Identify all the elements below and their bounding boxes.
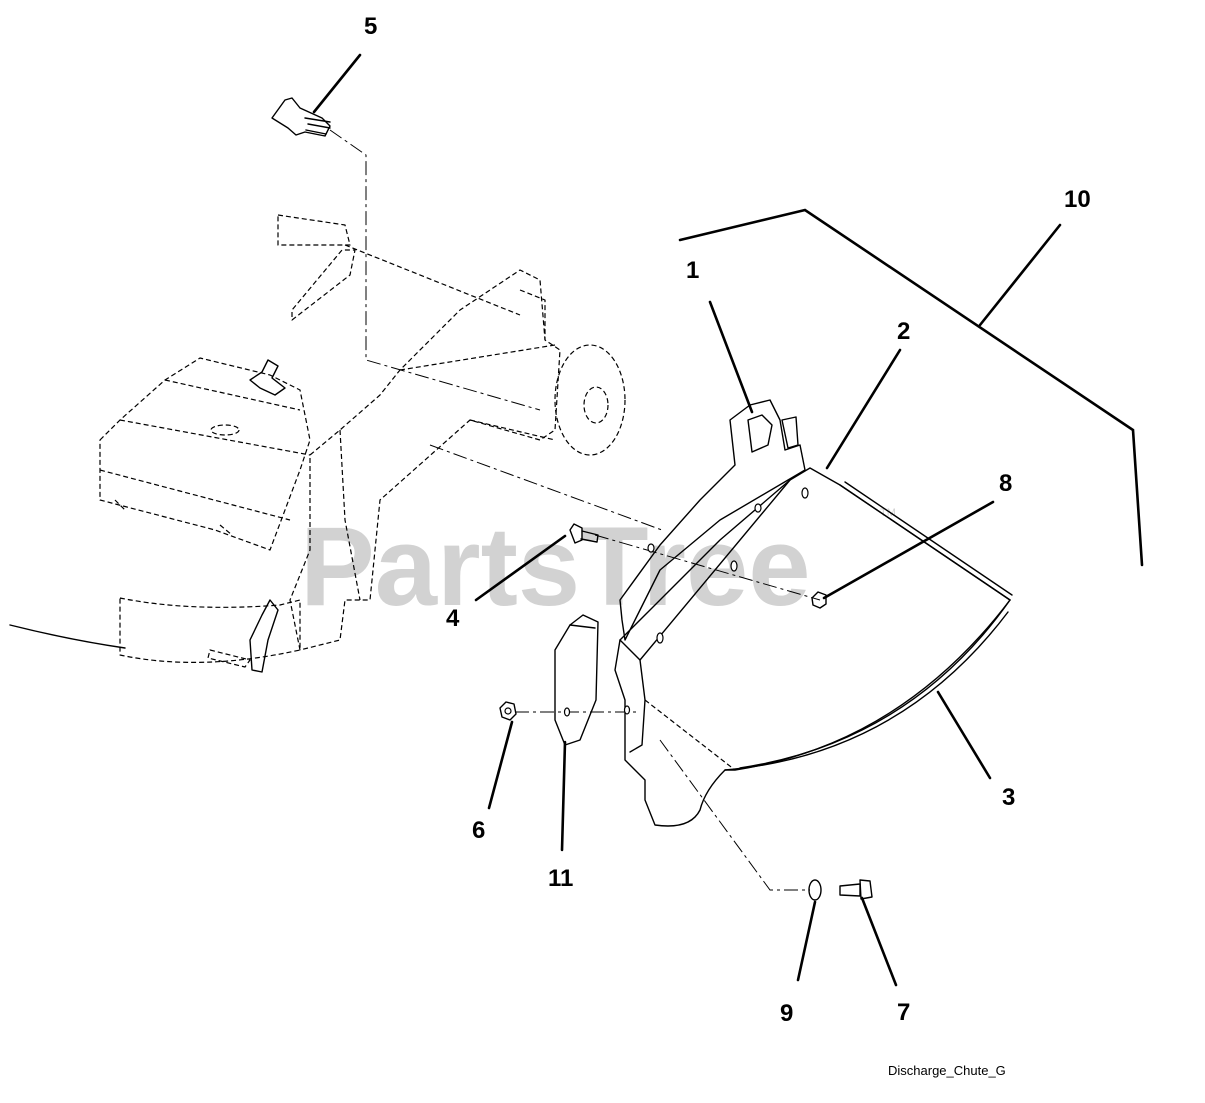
- watermark-text: PartsTree: [300, 504, 811, 629]
- plate-body: [554, 614, 599, 746]
- watermark-trademark: TM: [880, 507, 896, 519]
- plate-edge: [569, 624, 596, 629]
- housing-box: [99, 357, 311, 551]
- chute-hole-3: [730, 560, 738, 572]
- part-8-nut: [811, 591, 827, 609]
- deck-bracket: [249, 599, 279, 673]
- leader-3: [936, 690, 992, 780]
- chute-top-edge: [839, 484, 1011, 601]
- assembly-10-bracket-line: [678, 208, 1144, 567]
- bolt-4-head: [569, 523, 583, 544]
- callout-9: 9: [780, 1000, 793, 1027]
- chute-hidden-edge: [644, 699, 736, 771]
- hinge-bracket-hole: [647, 543, 655, 553]
- part-11-plate: [554, 614, 599, 746]
- callout-3: 3: [1002, 784, 1015, 811]
- chute-body: [614, 467, 1011, 827]
- housing-bolts: [114, 499, 233, 536]
- watermark: PartsTree TM: [300, 504, 896, 629]
- deck-skirt: [119, 597, 301, 664]
- leader-1: [708, 300, 754, 414]
- chute-hole-5: [623, 705, 631, 715]
- nut-8-body: [811, 591, 827, 609]
- rear-plate: [277, 214, 351, 246]
- chute-rim-inner: [739, 599, 1011, 769]
- part-9-washer: [808, 879, 822, 901]
- leader-5: [312, 53, 362, 114]
- wing-knob-threads: [304, 117, 331, 135]
- hinge-alignment-line: [429, 444, 663, 531]
- callout-11: 11: [548, 865, 573, 892]
- bolt4-alignment-line: [594, 534, 821, 601]
- deck-rod: [207, 649, 251, 668]
- bolt7-alignment-line: [659, 739, 810, 891]
- housing-box-edge: [119, 419, 311, 456]
- rear-rail: [344, 244, 521, 316]
- chute-hole-2: [754, 503, 762, 513]
- deck-edge-line: [9, 624, 126, 649]
- mower-deck-reference: [9, 214, 626, 673]
- leader-11: [560, 740, 567, 852]
- bolt-4-shank: [580, 530, 599, 543]
- callout-labels: 5 1 2 10 8 4 3 6 11 9 7: [364, 13, 1091, 1027]
- callout-6: 6: [472, 817, 485, 844]
- knob-alignment-line: [329, 129, 541, 411]
- deck-wheel: [554, 344, 626, 456]
- leader-2: [825, 348, 902, 470]
- leader-9: [796, 900, 817, 982]
- callout-2: 2: [897, 318, 910, 345]
- latch-hardware: [249, 359, 286, 396]
- deck-frame: [289, 269, 561, 651]
- part-7-bolt: [839, 879, 873, 900]
- callout-10: 10: [1064, 186, 1091, 213]
- chute-rim-outer: [724, 611, 1009, 771]
- leader-10: [978, 223, 1062, 327]
- nut-6-hole: [504, 707, 512, 715]
- callout-4: 4: [446, 605, 460, 632]
- frame-post: [519, 289, 546, 340]
- wheel-hub: [583, 386, 609, 424]
- leader-8: [822, 500, 995, 600]
- frame-lower-edge: [469, 419, 556, 441]
- callout-1: 1: [686, 257, 699, 284]
- part-6-nut: [499, 701, 517, 721]
- bolt-7-shank: [839, 883, 861, 897]
- housing-cap: [210, 424, 240, 436]
- part-4-bolt: [569, 523, 599, 544]
- callout-7: 7: [897, 999, 910, 1026]
- rear-bracket: [291, 249, 356, 321]
- leader-7: [860, 896, 898, 987]
- nut-6-body: [499, 701, 517, 721]
- chute-hole-4: [656, 632, 664, 644]
- housing-box-edge-2: [164, 379, 301, 411]
- chute-hinge-edge: [639, 479, 791, 661]
- alignment-lines: [329, 129, 821, 891]
- washer-9-body: [808, 879, 822, 901]
- callout-8: 8: [999, 470, 1012, 497]
- chute-hole-1: [801, 487, 809, 499]
- plate-hole: [563, 707, 571, 717]
- wing-knob-body: [271, 97, 331, 137]
- bolt-7-head: [859, 879, 873, 900]
- frame-top-edge: [399, 344, 556, 371]
- hinge-bracket-plate: [619, 399, 806, 641]
- frame-inner-edge: [339, 429, 361, 601]
- leader-lines: [312, 53, 1062, 987]
- hinge-bracket-slot: [747, 414, 773, 453]
- leader-4: [474, 534, 567, 602]
- hinge-bracket-pin: [781, 416, 799, 449]
- part-5-wing-knob: [271, 97, 331, 137]
- part-1-hinge-bracket: [619, 399, 806, 641]
- housing-box-edge-3: [99, 469, 291, 521]
- leader-6: [487, 720, 514, 810]
- callout-5: 5: [364, 13, 377, 40]
- diagram-caption: Discharge_Chute_G: [888, 1063, 1006, 1078]
